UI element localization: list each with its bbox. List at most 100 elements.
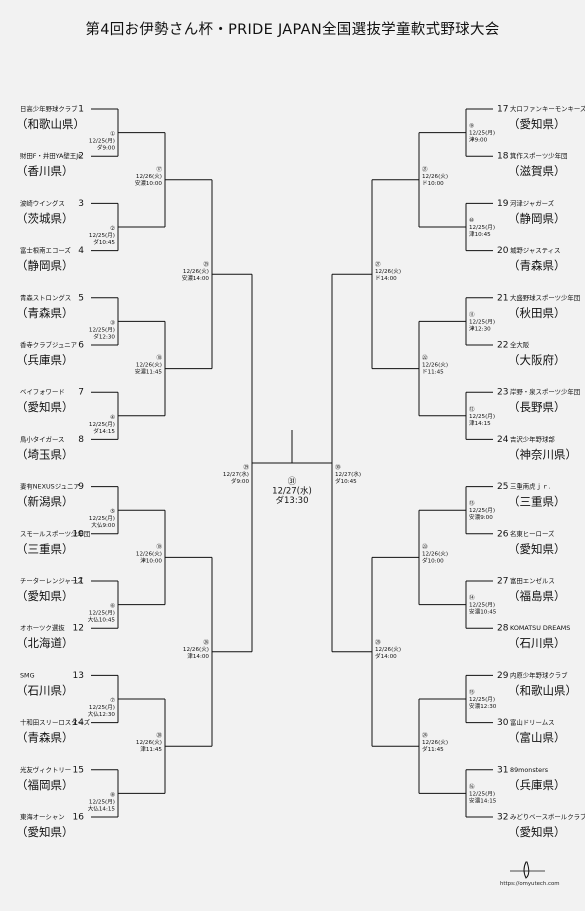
team-name: 富士根南エコーズ (20, 246, 71, 255)
match-info: 12/25(月) (469, 602, 495, 609)
team-name: 河津ジャガーズ (510, 198, 555, 207)
match-info: 12/26(火) (422, 173, 448, 180)
team-seed: 1 (78, 105, 84, 115)
team-prefecture: （愛知県） (16, 589, 74, 603)
match-info: 12/25(月) (89, 421, 115, 428)
team-seed: 7 (78, 388, 84, 398)
match-info: 12/26(火) (422, 362, 448, 369)
match-info: ⑳ (156, 731, 162, 739)
match-info: 安濃12:30 (469, 702, 497, 710)
team-prefecture: （青森県） (16, 306, 74, 320)
team-name: 青森ストロングス (20, 293, 71, 302)
match-info: ③ (110, 319, 115, 326)
match-info: 安濃11:45 (135, 368, 163, 376)
team-prefecture: （大阪府） (508, 353, 566, 367)
match-info: 安濃9:00 (469, 513, 493, 521)
match-info: 大仏9:00 (91, 521, 115, 529)
match-info: ⑲ (156, 542, 162, 550)
team-name: 富山ドリームス (510, 718, 555, 727)
match-info: 12/25(月) (89, 326, 115, 333)
match-info: ⑪ (469, 310, 475, 318)
match-info: ㉖ (203, 638, 209, 646)
site-url: https://omyutech.com (500, 881, 560, 887)
final-match-info: ダ13:30 (276, 495, 309, 506)
match-info: ダ10:45 (335, 477, 357, 485)
team-name: 岸野・泉スポーツ少年団 (510, 387, 580, 396)
match-info: 12/25(月) (469, 130, 495, 137)
team-name: 内原少年野球クラブ (510, 670, 568, 679)
team-seed: 14 (73, 718, 85, 728)
match-info: 大仏14:15 (88, 804, 116, 812)
match-info: 12/25(月) (469, 696, 495, 703)
team-name: 富田エンゼルス (510, 576, 555, 585)
match-info: 12/27(水) (223, 470, 249, 478)
team-prefecture: （長野県） (508, 400, 566, 414)
team-name: 東海オーシャン (20, 812, 65, 821)
team-prefecture: （青森県） (508, 259, 566, 273)
match-info: 12/25(月) (469, 413, 495, 420)
match-info: 12/25(月) (89, 515, 115, 522)
match-info: 大仏12:30 (88, 710, 116, 718)
page-title: 第4回お伊勢さん杯・PRIDE JAPAN全国選抜学童軟式野球大会 (85, 22, 500, 38)
team-seed: 16 (73, 813, 85, 823)
team-name: 名東ヒーローズ (510, 529, 555, 538)
match-info: ㉘ (375, 638, 381, 646)
team-seed: 18 (497, 152, 509, 162)
match-info: ⑨ (469, 123, 474, 130)
team-prefecture: （三重県） (508, 495, 566, 509)
match-info: 津9:00 (469, 137, 488, 144)
match-info: ⑱ (156, 354, 162, 362)
team-name: SMG (20, 671, 35, 679)
team-name: 大盛野球スポーツ少年団 (510, 293, 580, 302)
team-prefecture: （愛知県） (508, 542, 566, 556)
match-info: ② (110, 225, 115, 232)
team-seed: 11 (73, 577, 84, 587)
match-info: ⑯ (469, 782, 475, 790)
team-prefecture: （愛知県） (508, 117, 566, 131)
team-seed: 31 (497, 765, 508, 775)
team-seed: 23 (497, 388, 508, 398)
team-seed: 15 (73, 765, 84, 775)
team-name: 大口ファンキーモンキーズ (510, 104, 585, 113)
match-info: ⑩ (469, 217, 474, 224)
match-info: 安濃14:15 (469, 796, 497, 804)
team-name: 波崎ウイングス (20, 198, 65, 207)
match-info: 12/26(火) (136, 739, 162, 746)
team-seed: 32 (497, 813, 508, 823)
match-info: ⑭ (469, 594, 475, 602)
team-seed: 21 (497, 293, 508, 303)
match-info: ㉚ (335, 463, 341, 471)
team-seed: 22 (497, 341, 508, 351)
team-name: 三重南虎ｊｒ. (510, 482, 550, 491)
match-info: 12/25(月) (89, 798, 115, 805)
match-info: 津10:45 (469, 231, 491, 238)
match-info: ダ14:15 (93, 427, 115, 435)
match-info: ㉒ (422, 354, 428, 362)
team-seed: 2 (78, 152, 84, 162)
team-seed: 26 (497, 529, 509, 539)
team-seed: 4 (78, 246, 84, 256)
team-name: ベイフォワード (20, 388, 65, 396)
team-prefecture: （愛知県） (16, 400, 74, 414)
team-prefecture: （香川県） (16, 164, 74, 178)
match-info: 津10:00 (140, 557, 162, 564)
team-prefecture: （愛知県） (508, 825, 566, 839)
team-prefecture: （静岡県） (508, 211, 566, 225)
match-info: ㉗ (375, 260, 381, 268)
team-name: 日高少年野球クラブ (20, 104, 78, 113)
team-prefecture: （静岡県） (16, 259, 74, 273)
match-info: 12/26(火) (136, 362, 162, 369)
match-info: ㉙ (243, 463, 249, 471)
match-info: 12/25(月) (469, 790, 495, 797)
team-prefecture: （埼玉県） (16, 447, 74, 461)
match-info: ㉔ (422, 731, 428, 739)
match-info: 12/26(火) (422, 550, 448, 557)
match-info: ① (110, 131, 115, 138)
match-info: ㉑ (422, 165, 428, 173)
team-prefecture: （新潟県） (16, 495, 74, 509)
match-info: 12/26(火) (375, 646, 401, 653)
match-info: ⑬ (469, 499, 475, 507)
match-info: 12/26(火) (136, 550, 162, 557)
